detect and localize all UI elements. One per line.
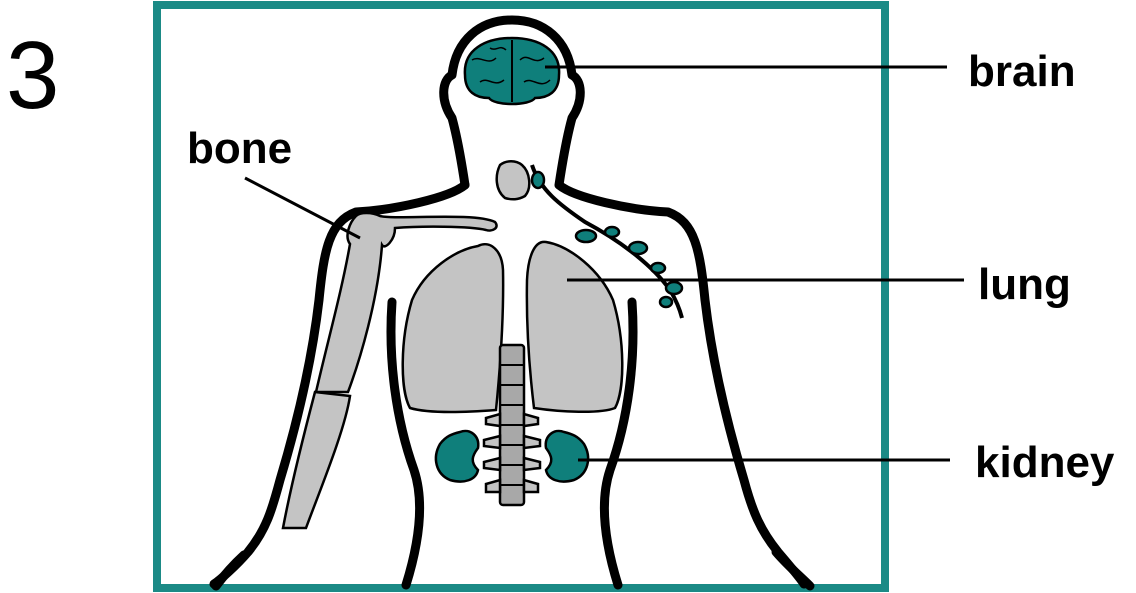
bone-leader-line bbox=[245, 178, 360, 238]
thyroid-organ bbox=[497, 161, 530, 199]
brain-label: brain bbox=[968, 47, 1076, 96]
bone-label: bone bbox=[187, 124, 292, 173]
brain-organ bbox=[465, 38, 559, 104]
stage-number: 3 bbox=[6, 22, 59, 129]
kidney-label: kidney bbox=[975, 438, 1115, 487]
lung-label: lung bbox=[978, 260, 1071, 309]
